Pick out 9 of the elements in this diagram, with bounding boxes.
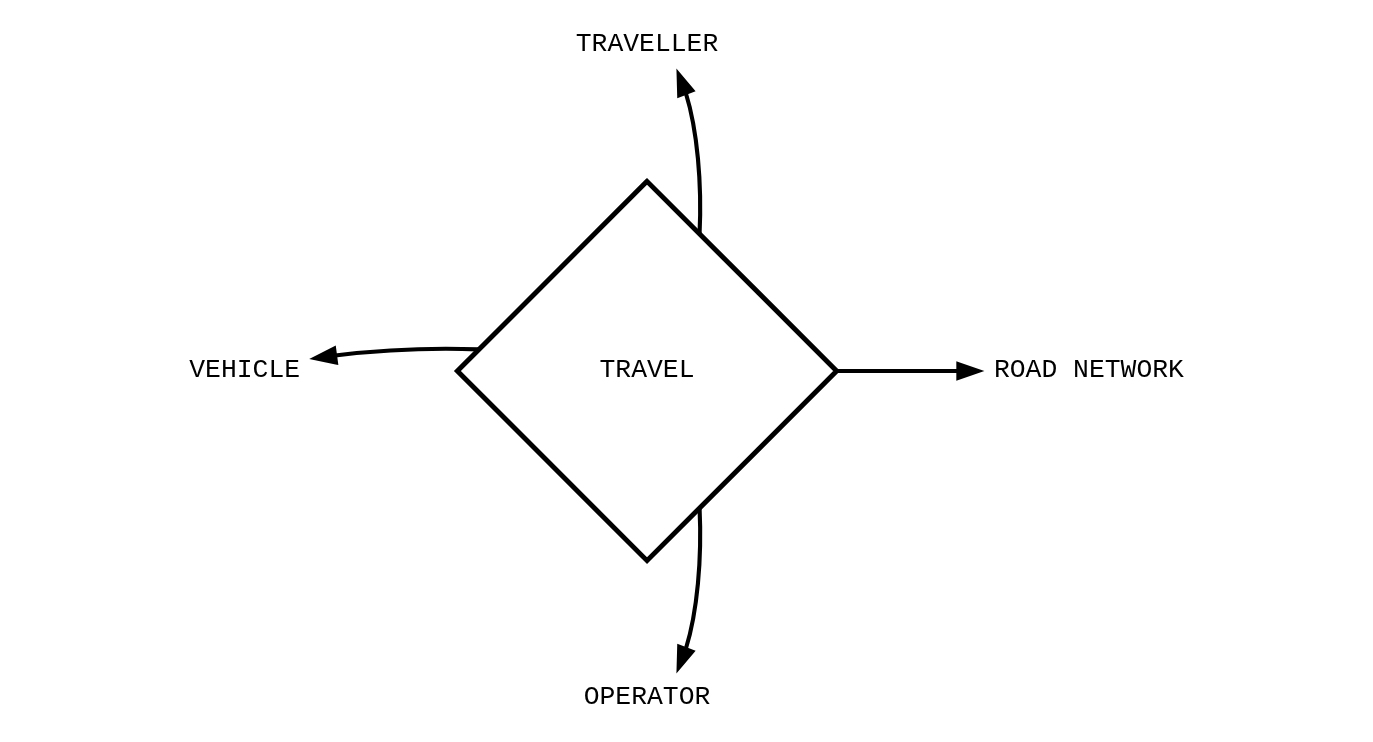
node-text: TRAVELLER — [575, 28, 718, 59]
node-text: VEHICLE — [188, 355, 300, 386]
arrow — [836, 361, 984, 381]
arrow — [308, 345, 479, 365]
node-text: ROAD NETWORK — [993, 355, 1184, 386]
node-diamond: TRAVEL — [453, 177, 840, 565]
node-text: OPERATOR — [583, 681, 710, 712]
arrow — [675, 508, 702, 674]
arrow — [675, 68, 702, 234]
